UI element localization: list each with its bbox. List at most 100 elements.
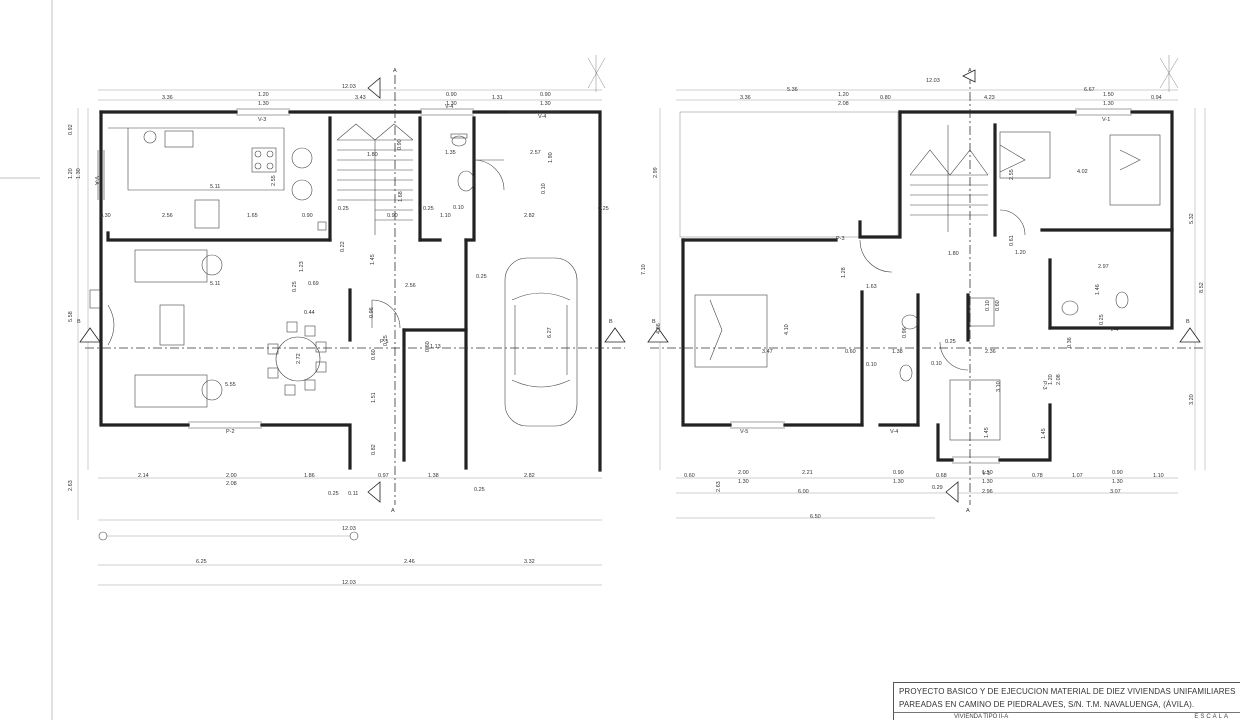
dim-upper_floor-dims_inner-7: 1.63 (866, 284, 877, 290)
dim-upper_floor-dims_bottom-2: 1.30 (738, 479, 749, 485)
uf-label-v4b: V-4 (1110, 327, 1118, 333)
title-block: PROYECTO BASICO Y DE EJECUCION MATERIAL … (893, 682, 1240, 720)
dim-ground_floor-dims_inner-12: 1.80 (367, 152, 378, 158)
dim-ground_floor-dims_inner-35: 6.27 (547, 327, 553, 338)
dim-ground_floor-dims_top-2: 1.30 (258, 101, 269, 107)
dim-ground_floor-dims_bottom-11: 6.25 (196, 559, 207, 565)
gf-section-b-right: B (609, 319, 613, 325)
dim-upper_floor-dims_bottom-16: 2.96 (982, 489, 993, 495)
dim-upper_floor-dims_bottom-9: 0.78 (1032, 473, 1043, 479)
dim-upper_floor-dims_inner-24: 2.08 (1056, 374, 1062, 385)
dim-upper_floor-dims_top-8: 1.30 (1103, 101, 1114, 107)
dim-upper_floor-dims_inner-0: 4.02 (1077, 169, 1088, 175)
dim-ground_floor-dims_inner-5: 0.90 (387, 213, 398, 219)
dim-ground_floor-dims_inner-23: 1.23 (299, 261, 305, 272)
uf-wall-west (681, 238, 732, 427)
gf-wall-east (472, 110, 602, 472)
dim-ground_floor-dims_bottom-2: 2.08 (226, 481, 237, 487)
dim-upper_floor-dims_top-2: 1.20 (838, 92, 849, 98)
uf-label-v4: V-4 (890, 429, 898, 435)
gf-staircase (336, 123, 414, 235)
gf-washbasin (457, 170, 475, 192)
dim-ground_floor-dims_inner-34: 0.60 (425, 341, 431, 352)
dim-upper_floor-dims_top-10: 12.03 (926, 78, 940, 84)
dim-upper_floor-dims_bottom-17: 3.07 (1110, 489, 1121, 495)
dim-upper_floor-dims_bottom-7: 1.50 (982, 470, 993, 476)
dim-ground_floor-dims_bottom-12: 2.46 (404, 559, 415, 565)
gf-section-b-arrow-right (604, 327, 626, 343)
dim-ground_floor-dims_inner-21: 2.56 (405, 283, 416, 289)
dim-upper_floor-dims_inner-4: 0.61 (1009, 235, 1015, 246)
uf-wall-east (1048, 110, 1174, 330)
dim-upper_floor-dims_inner-15: 0.25 (945, 339, 956, 345)
dim-upper_floor-dims_inner-20: 0.25 (1099, 314, 1105, 325)
dim-upper_floor-dims_top-7: 1.50 (1103, 92, 1114, 98)
gf-wall-south (260, 423, 352, 470)
dim-ground_floor-dims_inner-19: 5.11 (210, 281, 220, 287)
uf-bed-3 (949, 379, 1001, 441)
dim-upper_floor-dims_bottom-6: 0.68 (936, 473, 947, 479)
gf-wall-west (99, 110, 190, 427)
dim-upper_floor-dims_top-6: 6.67 (1084, 87, 1095, 93)
dim-ground_floor-dims_inner-30: 5.55 (225, 382, 236, 388)
living-fireplace (107, 304, 115, 346)
dim-ground_floor-dims_inner-26: 0.96 (369, 307, 375, 318)
dim-ground_floor-dims_left-5: 0.30 (100, 213, 111, 219)
dim-ground_floor-dims_inner-32: 0.82 (371, 444, 377, 455)
dim-ground_floor-dims_inner-10: 0.25 (598, 206, 609, 212)
dim-upper_floor-dims_inner-23: 1.20 (1048, 374, 1054, 385)
dim-ground_floor-dims_inner-13: 0.90 (397, 139, 403, 150)
uf-label-v1: V-1 (1102, 117, 1110, 123)
dim-upper_floor-dims_inner-1: 2.55 (1009, 169, 1015, 180)
dim-upper_floor-dims_bottom-5: 1.30 (893, 479, 904, 485)
dim-ground_floor-dims_inner-17: 1.90 (548, 152, 554, 163)
dim-upper_floor-dims_inner-19: 1.46 (1095, 284, 1101, 295)
gf-label-v4b: V-4 (538, 114, 546, 120)
dim-ground_floor-dims_bottom-14: 12.03 (342, 580, 356, 586)
gf-label-p1: P-1 (380, 339, 389, 345)
uf-toilet-1 (899, 364, 913, 382)
uf-door-p3 (859, 239, 893, 273)
dim-upper_floor-dims_top-1: 3.36 (740, 95, 751, 101)
dim-upper_floor-dims_inner-16: 2.36 (985, 349, 996, 355)
dim-upper_floor-dims_inner-14: 0.10 (931, 361, 942, 367)
title-separator (894, 712, 1240, 713)
dim-upper_floor-dims_left-3: 5.32 (1189, 213, 1195, 224)
north-arrow-icon (587, 55, 606, 92)
dim-ground_floor-dims_top-5: 1.30 (446, 101, 457, 107)
dim-ground_floor-dims_left-0: 0.92 (68, 124, 74, 135)
gf-section-a-arrow-top (367, 77, 381, 99)
gf-label-v4: V-4 (445, 104, 453, 110)
dim-ground_floor-dims_inner-33: 0.22 (340, 241, 346, 252)
dim-ground_floor-dims_inner-24: 1.45 (370, 254, 376, 265)
dim-ground_floor-dims_inner-11: 2.55 (271, 175, 277, 186)
dim-ground_floor-dims_inner-28: 0.60 (371, 349, 377, 360)
dim-ground_floor-dims_inner-27: 0.25 (383, 335, 389, 346)
dim-ground_floor-dims_inner-15: 1.35 (445, 150, 456, 156)
dim-ground_floor-dims_bottom-10: 12.03 (342, 526, 356, 532)
uf-bed-master (694, 294, 768, 368)
dim-upper_floor-dims_inner-2: 1.80 (948, 251, 959, 257)
dim-ground_floor-dims_top-1: 1.20 (258, 92, 269, 98)
ground-floor-labels: A A B B V-3 V-4 V-4 P-2 P-1 V-A 1.13 (77, 68, 613, 514)
dim-ground_floor-dims_inner-7: 1.10 (440, 213, 451, 219)
dim-upper_floor-dims_bottom-0: 0.60 (684, 473, 695, 479)
dim-ground_floor-dims_top-3: 3.43 (355, 95, 366, 101)
uf-section-a-arrow-bottom (945, 481, 959, 503)
dim-ground_floor-dims_inner-1: 2.56 (162, 213, 173, 219)
uf-bed-2a (999, 131, 1051, 179)
dim-upper_floor-dims_inner-12: 0.10 (866, 362, 877, 368)
dim-upper_floor-dims_bottom-8: 1.30 (982, 479, 993, 485)
dim-upper_floor-dims_inner-13: 1.38 (892, 349, 903, 355)
dim-upper_floor-dims_bottom-19: 2.63 (716, 481, 722, 492)
dim-ground_floor-dims_inner-6: 0.25 (423, 206, 434, 212)
dim-upper_floor-dims_inner-3: 1.20 (1015, 250, 1026, 256)
dim-upper_floor-dims_top-4: 0.80 (880, 95, 891, 101)
dim-upper_floor-dims_inner-10: 0.60 (845, 349, 856, 355)
dim-upper_floor-dims_bottom-14: 6.00 (798, 489, 809, 495)
dim-upper_floor-dims_inner-25: 1.45 (984, 427, 990, 438)
dim-ground_floor-dims_inner-14: 1.68 (398, 191, 404, 202)
gf-section-b-arrow-left (79, 327, 101, 343)
gf-wall-wc-e (464, 116, 476, 242)
dim-upper_floor-dims_inner-8: 4.10 (784, 324, 790, 335)
